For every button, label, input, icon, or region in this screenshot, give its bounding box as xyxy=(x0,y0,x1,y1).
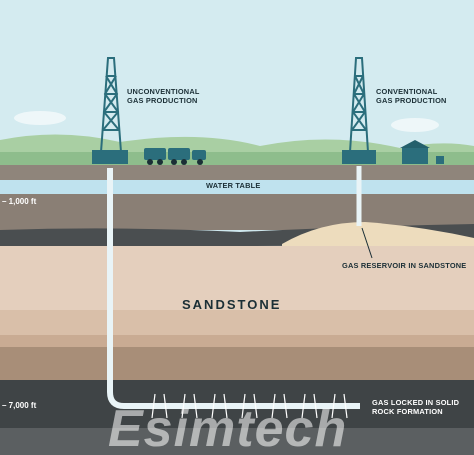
water-table-layer xyxy=(0,180,474,194)
depth-1000-label: – 1,000 ft xyxy=(2,197,37,206)
reservoir-pointer xyxy=(361,227,373,259)
conventional-rig xyxy=(349,57,369,153)
conventional-label: CONVENTIONAL GAS PRODUCTION xyxy=(376,87,447,105)
storage-shed xyxy=(400,140,444,164)
mudstone-layer xyxy=(0,347,474,380)
rig-base xyxy=(92,150,128,164)
rig-base xyxy=(342,150,376,164)
gas-reservoir xyxy=(282,222,474,246)
sandstone-layer xyxy=(0,246,474,310)
deep-rock-layer xyxy=(0,428,474,455)
sandstone-base xyxy=(0,335,474,347)
water-table-label: WATER TABLE xyxy=(206,181,261,190)
sandstone-lower xyxy=(0,310,474,335)
unconventional-label: UNCONVENTIONAL GAS PRODUCTION xyxy=(127,87,200,105)
watermark-logo: Esimtech xyxy=(108,400,348,455)
sandstone-label: SANDSTONE xyxy=(182,297,282,312)
unconventional-rig xyxy=(100,57,122,153)
gas-reservoir-label: GAS RESERVOIR IN SANDSTONE xyxy=(342,261,467,270)
cloud xyxy=(14,111,66,125)
horizontal-well-pipe xyxy=(107,168,360,409)
service-trucks xyxy=(144,148,206,165)
topsoil-layer xyxy=(0,165,474,180)
depth-7000-label: – 7,000 ft xyxy=(2,401,37,410)
fracture-marks xyxy=(151,393,348,419)
cloud xyxy=(391,118,439,132)
gas-locked-label: GAS LOCKED IN SOLID ROCK FORMATION xyxy=(372,398,460,416)
upper-rock-layer xyxy=(0,194,474,230)
